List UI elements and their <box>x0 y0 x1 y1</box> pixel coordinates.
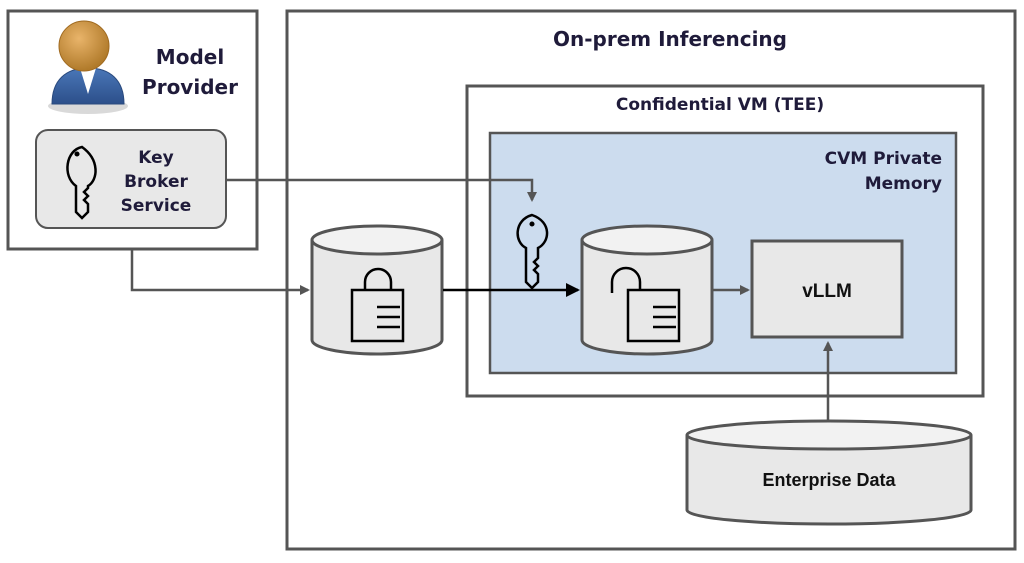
key-broker-label-line2: Broker <box>124 172 188 192</box>
enterprise-data-label: Enterprise Data <box>762 470 896 490</box>
model-provider-box: Model Provider Key Broker Service <box>6 9 259 251</box>
key-broker-label-line1: Key <box>138 148 174 168</box>
decrypted-model-store[interactable] <box>580 224 714 356</box>
enterprise-data-store[interactable]: Enterprise Data <box>685 419 973 526</box>
key-icon <box>66 145 97 220</box>
model-provider-label-line1: Model <box>156 45 224 69</box>
private-memory-title-line1: CVM Private <box>825 149 942 169</box>
vllm-box[interactable]: vLLM <box>750 239 904 339</box>
user-icon <box>48 20 128 114</box>
key-broker-label-line3: Service <box>121 196 192 216</box>
private-memory-title-line2: Memory <box>865 174 942 194</box>
unlocked-padlock-icon <box>610 266 681 343</box>
key-broker-service[interactable]: Key Broker Service <box>35 129 227 229</box>
confidential-vm-title: Confidential VM (TEE) <box>616 95 824 115</box>
released-key-icon <box>516 213 549 290</box>
provider-to-encrypted-store-connector <box>130 250 310 295</box>
model-provider-label-line2: Provider <box>142 75 238 99</box>
on-prem-title: On-prem Inferencing <box>553 27 787 51</box>
key-broker-to-cvm-connector <box>226 178 537 202</box>
locked-padlock-icon <box>350 267 405 343</box>
encrypted-model-store[interactable] <box>310 224 444 356</box>
vllm-label: vLLM <box>802 281 852 302</box>
